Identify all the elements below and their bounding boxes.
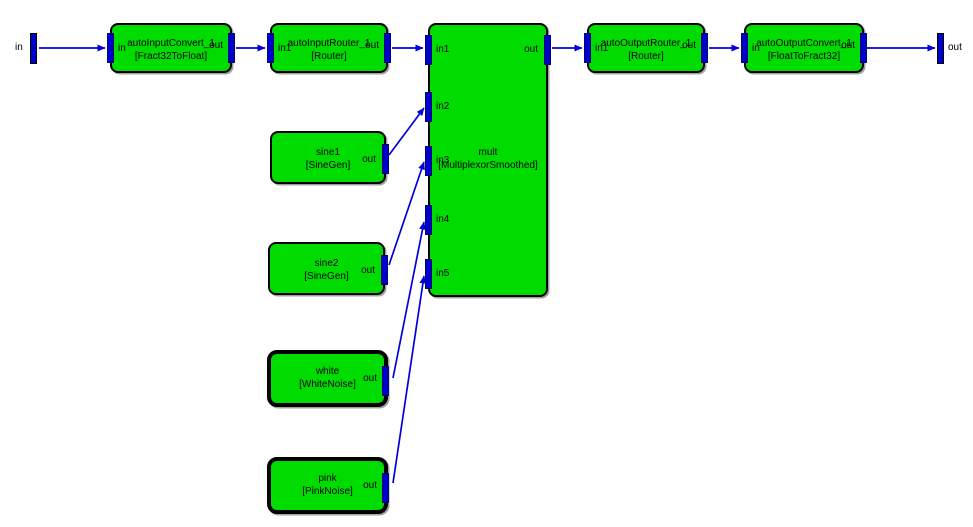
port-in-bar[interactable]	[107, 33, 114, 63]
port-out-label: out	[361, 265, 375, 276]
port-out-label: out	[682, 40, 696, 51]
block-autoOutputConvert[interactable]: autoOutputConvert_1 [FloatToFract32] in …	[741, 23, 867, 73]
block-pink[interactable]: pink [PinkNoise] out	[267, 457, 389, 514]
port-in4-bar[interactable]	[425, 205, 432, 235]
port-out-bar[interactable]	[384, 33, 391, 63]
wire-sine1-to-mult-in2	[388, 107, 425, 156]
external-output-pin[interactable]	[937, 33, 944, 64]
port-in-bar[interactable]	[741, 33, 748, 63]
port-in1-label: in1	[436, 44, 450, 55]
wire-sine2-to-mult-in3	[388, 161, 425, 266]
port-in1-bar[interactable]	[425, 35, 432, 65]
port-out-label: out	[524, 44, 538, 55]
port-out-bar[interactable]	[701, 33, 708, 63]
wire-white-to-mult-in4	[392, 221, 426, 379]
port-in1-bar[interactable]	[267, 33, 274, 63]
port-in5-bar[interactable]	[425, 259, 432, 289]
port-out-label: out	[841, 40, 855, 51]
port-out-bar[interactable]	[382, 473, 389, 503]
port-in5-label: in5	[436, 268, 450, 279]
port-in3-label: in3	[436, 155, 450, 166]
port-out-bar[interactable]	[381, 255, 388, 285]
external-input-label: in	[15, 42, 23, 53]
port-in1-label: in1	[278, 43, 292, 54]
port-out-bar[interactable]	[382, 144, 389, 174]
block-white[interactable]: white [WhiteNoise] out	[267, 350, 389, 407]
block-sine1[interactable]: sine1 [SineGen] out	[270, 131, 389, 184]
block-autoOutputRouter[interactable]: autoOutputRouter_1 [Router] in1 out	[584, 23, 708, 73]
block-subtitle: [Fract32ToFloat]	[134, 51, 208, 62]
block-mult[interactable]: mult [MultiplexorSmoothed] in1 in2 in3 i…	[425, 23, 551, 297]
port-out-bar[interactable]	[544, 35, 551, 65]
port-in2-label: in2	[436, 101, 450, 112]
port-in-label: in	[752, 43, 760, 54]
port-out-label: out	[363, 480, 377, 491]
port-in4-label: in4	[436, 214, 450, 225]
port-in1-bar[interactable]	[584, 33, 591, 63]
port-out-bar[interactable]	[228, 33, 235, 63]
block-autoInputConvert[interactable]: autoInputConvert_1 [Fract32ToFloat] in o…	[107, 23, 235, 73]
port-out-label: out	[365, 40, 379, 51]
port-out-bar[interactable]	[382, 366, 389, 396]
wire-pink-to-mult-in5	[392, 275, 427, 484]
block-subtitle: [FloatToFract32]	[767, 51, 841, 62]
port-out-bar[interactable]	[860, 33, 867, 63]
port-in3-bar[interactable]	[425, 146, 432, 176]
block-autoInputRouter[interactable]: autoInputRouter_1 [Router] in1 out	[267, 23, 391, 73]
port-in1-label: in1	[595, 43, 609, 54]
port-in2-bar[interactable]	[425, 92, 432, 122]
port-out-label: out	[209, 40, 223, 51]
port-out-label: out	[362, 154, 376, 165]
external-output-label: out	[948, 42, 962, 53]
port-in-label: in	[118, 43, 126, 54]
external-input-pin[interactable]	[30, 33, 37, 64]
port-out-label: out	[363, 373, 377, 384]
block-sine2[interactable]: sine2 [SineGen] out	[268, 242, 388, 295]
